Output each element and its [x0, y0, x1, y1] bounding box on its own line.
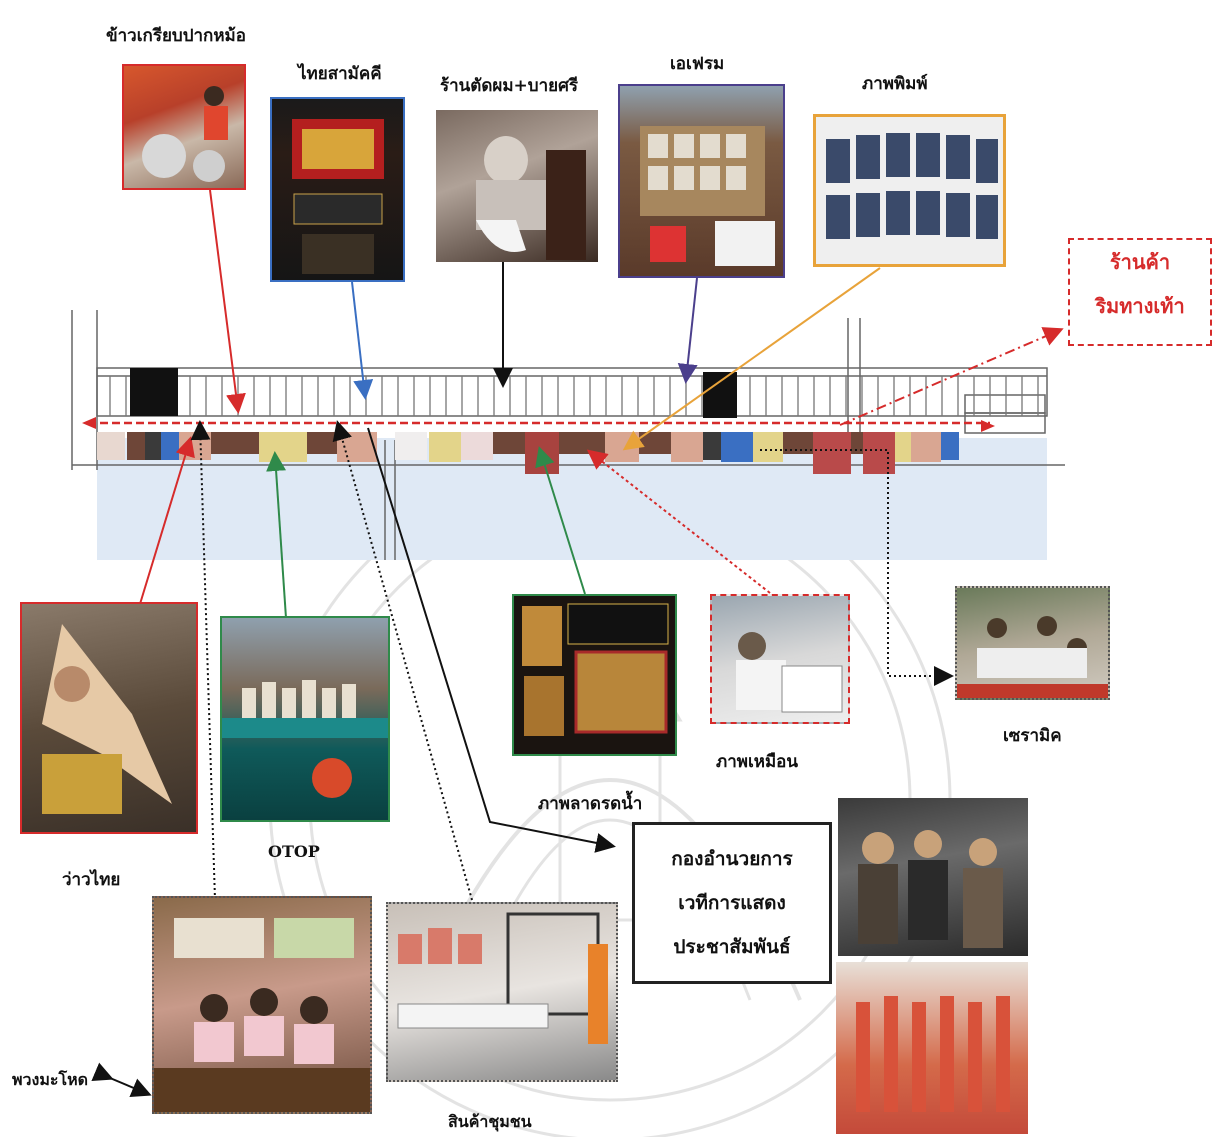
sidewalk-shops-sign: ร้านค้า ริมทางเท้า: [1068, 238, 1212, 346]
label-water-painting: ภาพลาดรดน้ำ: [538, 794, 643, 814]
stall-block: [605, 432, 639, 462]
arrow-mahot-pointer: [91, 1062, 152, 1098]
stall-block: [461, 432, 493, 460]
photo-barber: [436, 110, 598, 262]
stall-block: [307, 432, 337, 454]
stall-block: [703, 432, 721, 460]
photo-performance-dance: [836, 962, 1028, 1134]
stall-block: [753, 432, 783, 462]
label-barber: ร้านตัดผม+บายศรี: [440, 76, 579, 96]
stall-block: [941, 432, 959, 460]
stall-block: [259, 432, 307, 462]
building-outline: [71, 310, 1065, 560]
photo-community: [386, 902, 618, 1082]
label-otop: OTOP: [268, 842, 320, 861]
stall-block: [851, 432, 863, 454]
stall-block: [895, 432, 911, 462]
stall-block: [161, 432, 179, 460]
stall-block: [721, 432, 753, 462]
label-portrait: ภาพเหมือน: [716, 752, 799, 772]
label-prints: ภาพพิมพ์: [862, 74, 928, 94]
stall-block: [639, 432, 671, 454]
stall-block: [813, 432, 851, 474]
arrow-kite: [139, 436, 195, 605]
sidewalk-line-1: ร้านค้า: [1109, 250, 1171, 274]
stall-block: [429, 432, 461, 462]
photo-khao-kriap: [122, 64, 246, 190]
arrow-ceramic: [760, 449, 954, 686]
walkway-arrow-right: [981, 420, 995, 432]
stall-block: [211, 432, 261, 454]
stall-block: [127, 432, 145, 460]
stage-line-3: ประชาสัมพันธ์: [673, 936, 791, 958]
dark-room-left: [130, 368, 178, 416]
label-community: สินค้าชุมชน: [448, 1112, 532, 1131]
photo-kite: [20, 602, 198, 834]
photo-otop: [220, 616, 390, 822]
arrow-mahot: [190, 420, 216, 901]
photo-thai-samakkhi: [270, 97, 405, 282]
arrow-prints: [622, 267, 881, 451]
dark-room-right: [703, 372, 737, 418]
stage-line-1: กองอำนวยการ: [671, 848, 793, 870]
stall-block: [493, 432, 525, 454]
label-khao-kriap: ข้าวเกรียบปากหม้อ: [106, 26, 246, 46]
label-kite: ว่าวไทย: [62, 870, 121, 890]
photo-portrait: [710, 594, 850, 724]
stall-block: [395, 432, 427, 460]
stall-block: [671, 432, 703, 462]
photo-prints: [813, 114, 1006, 267]
stall-block: [911, 432, 941, 462]
arrow-thai-samakkhi: [351, 281, 374, 400]
arrow-water-painting: [535, 446, 586, 595]
stall-block: [783, 432, 813, 454]
photo-mahot: [152, 896, 372, 1114]
photo-eframe: [618, 84, 785, 278]
railing: [109, 376, 1039, 416]
photo-performance-band: [838, 798, 1028, 956]
sidewalk-line-2: ริมทางเท้า: [1095, 294, 1185, 318]
arrow-otop: [266, 451, 287, 619]
stall-block: [863, 432, 895, 474]
arrow-stage: [367, 427, 616, 853]
stall-block: [525, 432, 559, 474]
stall-block: [97, 432, 125, 460]
label-ceramic: เซรามิค: [1003, 726, 1062, 746]
walkway-arrow-left: [82, 417, 96, 429]
stall-block: [559, 432, 605, 454]
label-thai-samakkhi: ไทยสามัคคี: [298, 64, 382, 84]
arrow-sidewalk: [839, 327, 1064, 426]
photo-ceramic: [955, 586, 1110, 700]
arrow-eframe: [677, 277, 698, 384]
photo-water-painting: [512, 594, 677, 756]
arrow-khao-kriap: [209, 189, 246, 414]
stage-pr-box: กองอำนวยการ เวทีการแสดง ประชาสัมพันธ์: [632, 822, 832, 984]
stall-block: [179, 432, 211, 460]
label-eframe: เอเฟรม: [670, 54, 725, 74]
stage-line-2: เวทีการแสดง: [678, 892, 786, 914]
stall-block: [145, 432, 161, 460]
label-mahot: พวงมะโหด: [12, 1070, 89, 1089]
arrow-portrait: [586, 449, 771, 594]
